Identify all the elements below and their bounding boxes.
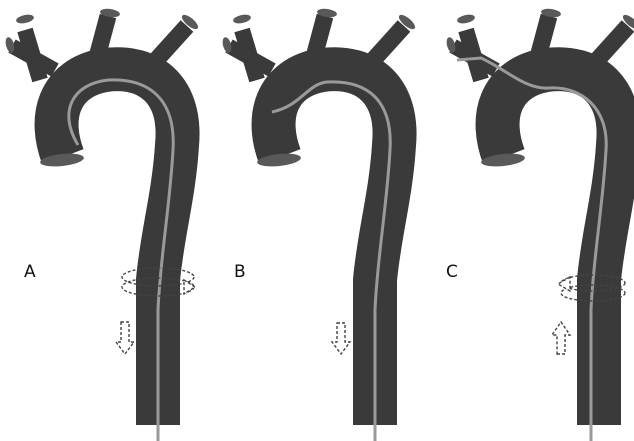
panel-c: C — [445, 8, 634, 441]
panel-label-c: C — [446, 262, 458, 282]
panel-b: B — [221, 8, 417, 441]
arrow-up-icon — [552, 322, 570, 354]
arrow-down-icon — [116, 322, 134, 354]
arrow-down-icon — [332, 323, 350, 354]
panel-label-b: B — [234, 262, 246, 282]
panel-label-a: A — [24, 262, 36, 282]
panel-a: A — [4, 8, 200, 441]
